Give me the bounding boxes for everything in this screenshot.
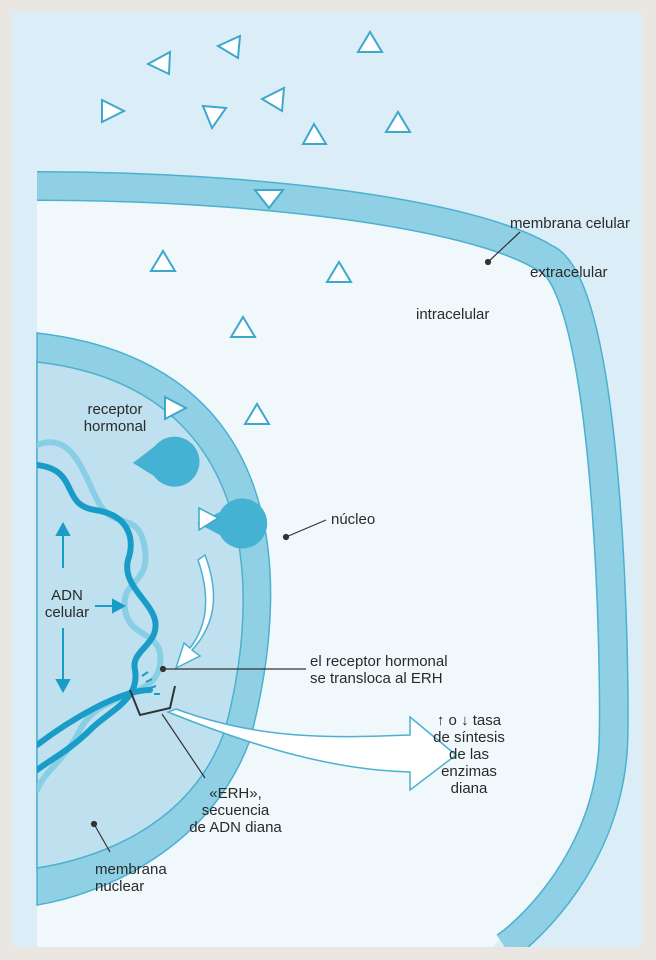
label-line: hormonal <box>70 418 160 435</box>
label-line: de síntesis <box>414 729 524 746</box>
label-line: el receptor hormonal <box>310 653 448 670</box>
label-intracelular: intracelular <box>416 306 489 323</box>
label-line: se transloca al ERH <box>310 670 448 687</box>
label-receptor-hormonal: receptor hormonal <box>70 401 160 435</box>
label-line: celular <box>32 604 102 621</box>
label-line: ADN <box>32 587 102 604</box>
label-line: nuclear <box>95 878 167 895</box>
label-line: de las <box>414 746 524 763</box>
label-line: enzimas <box>414 763 524 780</box>
label-line: de ADN diana <box>178 819 293 836</box>
label-line: diana <box>414 780 524 797</box>
label-extracelular: extracelular <box>530 264 608 281</box>
label-tasa-sintesis: ↑ o ↓ tasa de síntesis de las enzimas di… <box>414 712 524 797</box>
label-line: «ERH», <box>178 785 293 802</box>
label-transloca: el receptor hormonal se transloca al ERH <box>310 653 448 687</box>
label-line: membrana <box>95 861 167 878</box>
label-adn-celular: ADN celular <box>32 587 102 621</box>
label-nucleo: núcleo <box>331 511 375 528</box>
label-erh: «ERH», secuencia de ADN diana <box>178 785 293 836</box>
label-membrana-celular: membrana celular <box>470 215 630 232</box>
label-line: ↑ o ↓ tasa <box>414 712 524 729</box>
label-membrana-nuclear: membrana nuclear <box>95 861 167 895</box>
label-line: secuencia <box>178 802 293 819</box>
label-line: receptor <box>70 401 160 418</box>
